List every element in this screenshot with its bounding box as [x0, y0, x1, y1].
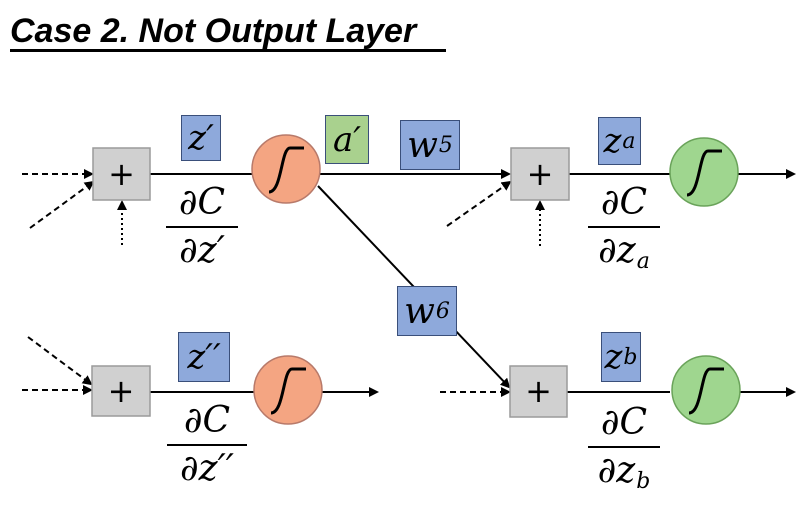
derivative-dC-dz-prime: ∂C ∂z′: [163, 180, 241, 274]
derivative-dC-dzb: ∂C ∂zb: [583, 400, 665, 505]
derivative-dC-dza: ∂C ∂za: [583, 180, 665, 285]
label-text: z′′: [187, 337, 221, 377]
denominator-base: ∂z: [597, 450, 636, 491]
neuron-bottom-right: [671, 355, 741, 425]
fraction-numerator: ∂C: [600, 402, 648, 443]
sigmoid-icon: [686, 149, 722, 197]
sum-symbol: +: [108, 155, 135, 193]
sigmoid-icon: [688, 367, 724, 415]
label-subscript: b: [623, 344, 638, 370]
sigmoid-icon: [268, 146, 304, 194]
neuron-top-right: [669, 137, 739, 207]
sum-node-top-right: +: [510, 147, 570, 201]
label-text: z: [604, 337, 623, 377]
label-text: a′: [333, 119, 361, 160]
fraction-bar: [588, 226, 660, 228]
label-z-double-prime: z′′: [178, 332, 230, 382]
sum-symbol: +: [525, 372, 552, 410]
slide-title: Case 2. Not Output Layer: [10, 12, 417, 50]
label-z-prime: z′: [181, 115, 221, 161]
fraction-numerator: ∂C: [183, 400, 231, 441]
label-text: z: [603, 121, 622, 161]
input-arrow-diagonal-top-left: [29, 180, 95, 229]
fraction-bar: [588, 446, 660, 448]
fraction-numerator: ∂C: [600, 182, 648, 223]
derivative-dC-dz-double-prime: ∂C ∂z′′: [163, 398, 251, 492]
fraction-denominator: ∂z′: [179, 230, 225, 271]
fraction-numerator: ∂C: [178, 182, 226, 223]
fraction-bar: [166, 226, 238, 228]
label-text: z′: [188, 118, 214, 158]
fraction-denominator: ∂zb: [598, 448, 651, 505]
label-text: w: [407, 124, 438, 166]
input-arrow-diagonal-bottom-left: [27, 336, 93, 386]
sigmoid-icon: [270, 367, 306, 415]
denominator-subscript: a: [636, 249, 650, 274]
sum-node-bottom-left: +: [91, 365, 151, 417]
label-subscript: 6: [435, 298, 450, 324]
denominator-subscript: b: [636, 469, 651, 494]
input-arrow-diagonal-top-right: [446, 180, 512, 227]
sum-symbol: +: [527, 155, 554, 193]
fraction-bar: [167, 444, 247, 446]
fraction-denominator: ∂za: [598, 228, 650, 285]
sum-symbol: +: [108, 372, 135, 410]
sum-node-top-left: +: [92, 147, 151, 201]
fraction-denominator: ∂z′′: [180, 448, 234, 489]
title-underline: [10, 49, 446, 52]
denominator-base: ∂z: [598, 230, 636, 271]
neuron-top-left: [251, 134, 321, 204]
label-subscript: a: [622, 128, 636, 154]
label-a-prime: a′: [325, 115, 369, 164]
sum-node-bottom-right: +: [509, 365, 568, 418]
neuron-bottom-left: [253, 355, 323, 425]
label-subscript: 5: [438, 132, 453, 158]
label-text: w: [404, 290, 435, 332]
